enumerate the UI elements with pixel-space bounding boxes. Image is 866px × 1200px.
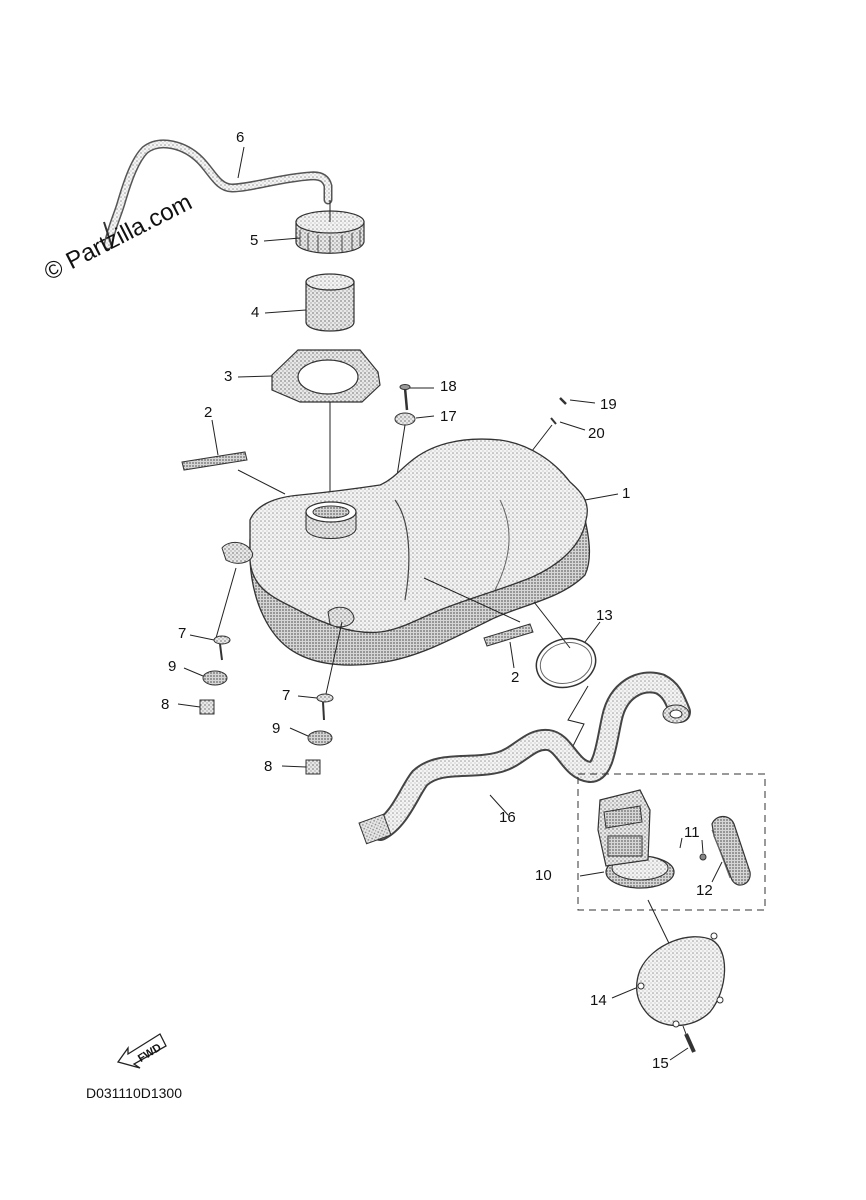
filter-part-12 xyxy=(711,815,751,886)
callout-8-right: 8 xyxy=(264,758,273,775)
fuel-pump-part-10 xyxy=(579,789,681,967)
breather-hose-part-6 xyxy=(103,139,333,250)
pump-plate-part-14 xyxy=(611,932,726,1028)
forward-arrow-icon: FWD xyxy=(116,1033,167,1069)
callout-3: 3 xyxy=(224,368,233,385)
callout-15: 15 xyxy=(652,1055,669,1072)
fuel-cap-part-5 xyxy=(295,200,365,254)
callout-7-left: 7 xyxy=(178,625,187,642)
callout-9-right: 9 xyxy=(272,720,281,737)
callout-7-right: 7 xyxy=(282,687,291,704)
callout-17: 17 xyxy=(440,408,457,425)
callout-18: 18 xyxy=(440,378,457,395)
screw-part-19-20 xyxy=(524,397,596,461)
o-ring-part-13 xyxy=(535,621,601,753)
mount-hardware-right xyxy=(281,693,334,775)
callout-5: 5 xyxy=(250,232,259,249)
callout-13: 13 xyxy=(596,607,613,624)
callout-19: 19 xyxy=(600,396,617,413)
callout-20: 20 xyxy=(588,425,605,442)
callout-10: 10 xyxy=(535,867,552,884)
clip-part-11 xyxy=(699,839,707,861)
filler-sleeve-part-4 xyxy=(305,273,355,332)
bolt-part-18 xyxy=(399,384,434,411)
mount-hardware-left xyxy=(177,634,231,715)
fuel-pump-assembly-box xyxy=(577,773,766,911)
callout-12: 12 xyxy=(696,882,713,899)
callout-8-left: 8 xyxy=(161,696,170,713)
bolt-part-15 xyxy=(669,1025,696,1061)
cap-mounting-plate-part-3 xyxy=(271,349,381,403)
fuel-hose-part-16 xyxy=(358,671,691,845)
callout-11: 11 xyxy=(684,824,700,841)
drawing-code: D031110D1300 xyxy=(86,1085,183,1101)
callout-14: 14 xyxy=(590,992,607,1009)
rubber-strip-part-2 xyxy=(181,419,534,669)
callout-1: 1 xyxy=(622,485,631,502)
fuel-tank-part-1 xyxy=(215,438,619,695)
callout-2-bottom: 2 xyxy=(511,669,520,686)
callout-16: 16 xyxy=(499,809,516,826)
callout-6: 6 xyxy=(236,129,245,146)
callout-2-top: 2 xyxy=(204,404,213,421)
callout-9-left: 9 xyxy=(168,658,177,675)
callout-4: 4 xyxy=(251,304,260,321)
